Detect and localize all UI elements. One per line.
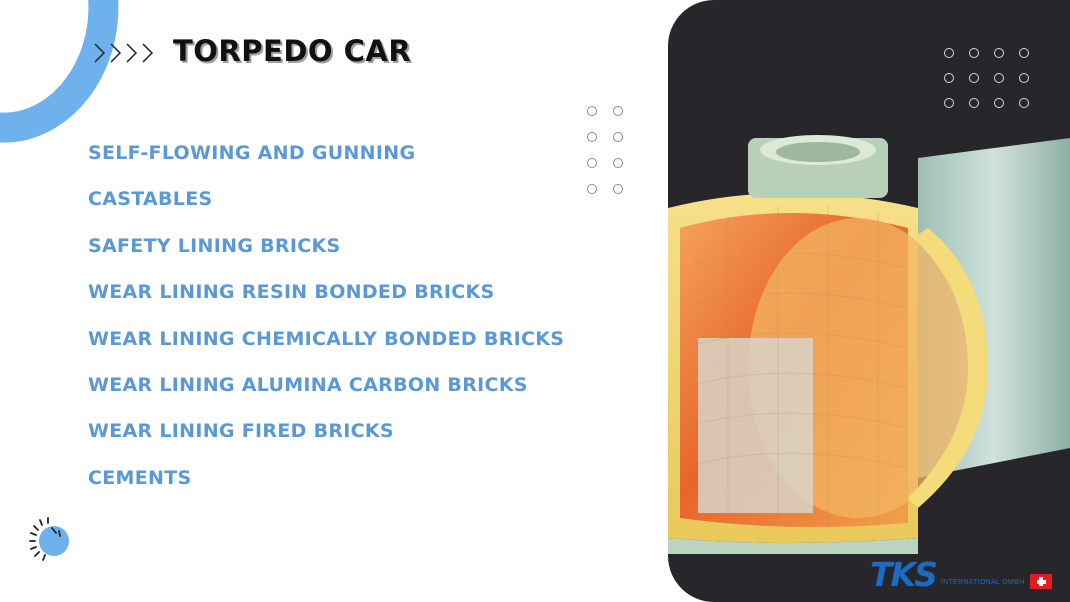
image-panel [668,0,1070,602]
dot [587,132,597,142]
dot [994,48,1004,58]
dot [944,98,954,108]
product-list: SELF-FLOWING AND GUNNING CASTABLES SAFET… [88,138,564,509]
list-item: WEAR LINING CHEMICALLY BONDED BRICKS [88,327,565,350]
list-item: WEAR LINING ALUMINA CARBON BRICKS [88,373,528,396]
dot [1019,98,1029,108]
dot [613,184,623,194]
swiss-flag-icon [1030,574,1052,589]
list-item: WEAR LINING RESIN BONDED BRICKS [88,281,495,304]
dot-grid-decoration [587,106,639,210]
dot [994,73,1004,83]
corner-arc-decoration [0,0,135,157]
dot [969,73,979,83]
torpedo-car-illustration [668,135,1070,554]
dot [994,98,1004,108]
list-item: CASTABLES [88,188,213,211]
company-logo: TKS INTERNATIONAL GMBH [870,555,1025,594]
list-item: SAFETY LINING BRICKS [88,234,341,257]
dot [944,73,954,83]
dot [944,48,954,58]
dot [1019,73,1029,83]
dot [613,158,623,168]
dot [969,48,979,58]
dot [969,98,979,108]
dot [1019,48,1029,58]
dot [587,106,597,116]
logo-mark: TKS [870,555,938,594]
dot [587,158,597,168]
chevron-right-icon [94,43,154,63]
dot [587,184,597,194]
list-item: SELF-FLOWING AND GUNNING [88,142,416,164]
dot-grid-decoration [944,48,1044,123]
page-title: TORPEDO CAR [173,34,412,68]
logo-subtitle: INTERNATIONAL GMBH [940,579,1025,586]
sunburst-icon [29,517,69,561]
dot [613,106,623,116]
dot [613,132,623,142]
list-item: CEMENTS [88,466,192,489]
list-item: WEAR LINING FIRED BRICKS [88,420,394,443]
